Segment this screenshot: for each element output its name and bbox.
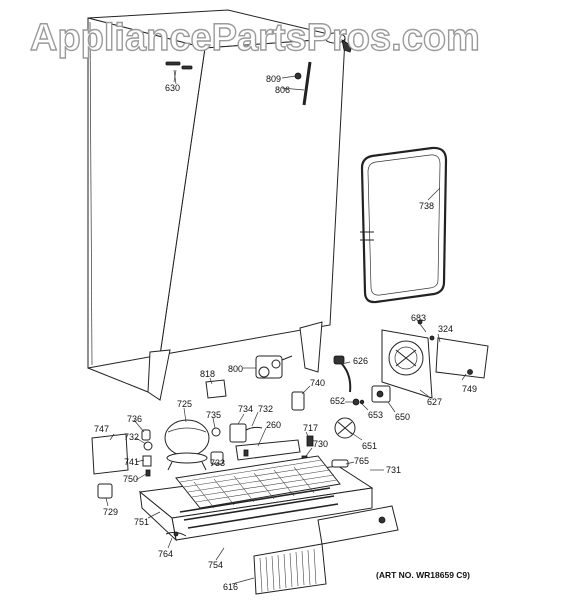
callout-725: 725 <box>177 399 192 409</box>
callout-741: 741 <box>124 457 139 467</box>
callout-733: 733 <box>210 458 225 468</box>
callout-754: 754 <box>208 560 223 570</box>
callout-653: 653 <box>368 410 383 420</box>
callout-751: 751 <box>134 517 149 527</box>
heater-loop <box>360 146 448 304</box>
callout-747: 747 <box>94 424 109 434</box>
callout-732-lower: 732 <box>124 432 139 442</box>
callout-616: 616 <box>223 582 238 592</box>
callout-749: 749 <box>462 384 477 394</box>
leader-lines <box>105 69 467 585</box>
callout-650: 650 <box>395 412 410 422</box>
callout-818: 818 <box>200 369 215 379</box>
callout-764: 764 <box>158 549 173 559</box>
callout-730: 730 <box>313 439 328 449</box>
fan-motor <box>333 355 391 439</box>
rear-duct <box>317 459 399 545</box>
callout-732-upper: 732 <box>258 404 273 414</box>
watermark: AppliancePartsPros.com <box>30 17 480 59</box>
compressor <box>164 419 210 471</box>
callout-652: 652 <box>330 396 345 406</box>
callout-735: 735 <box>206 410 221 420</box>
callout-labels: 630 809 806 738 683 324 749 626 627 650 … <box>94 74 477 592</box>
cabinet <box>87 9 353 401</box>
callout-800: 800 <box>228 364 243 374</box>
callout-627: 627 <box>427 397 442 407</box>
start-relay-parts <box>91 429 153 499</box>
condenser-coil <box>175 439 341 529</box>
callout-731: 731 <box>386 465 401 475</box>
water-valve <box>255 355 293 379</box>
rear-grille <box>165 531 327 595</box>
callout-750: 750 <box>123 474 138 484</box>
callout-809: 809 <box>266 74 281 84</box>
small-parts <box>205 379 314 465</box>
art-number: (ART NO. WR18659 C9) <box>376 570 470 580</box>
callout-806: 806 <box>275 85 290 95</box>
callout-738: 738 <box>419 201 434 211</box>
callout-630: 630 <box>165 83 180 93</box>
callout-729: 729 <box>103 507 118 517</box>
callout-736: 736 <box>127 414 142 424</box>
callout-683: 683 <box>411 313 426 323</box>
callout-717: 717 <box>303 423 318 433</box>
callout-651: 651 <box>362 441 377 451</box>
callout-324: 324 <box>438 324 453 334</box>
callout-626: 626 <box>353 356 368 366</box>
callout-740: 740 <box>310 378 325 388</box>
callout-260: 260 <box>266 420 281 430</box>
fan-housing <box>381 319 489 399</box>
callout-765: 765 <box>354 456 369 466</box>
callout-734: 734 <box>238 404 253 414</box>
